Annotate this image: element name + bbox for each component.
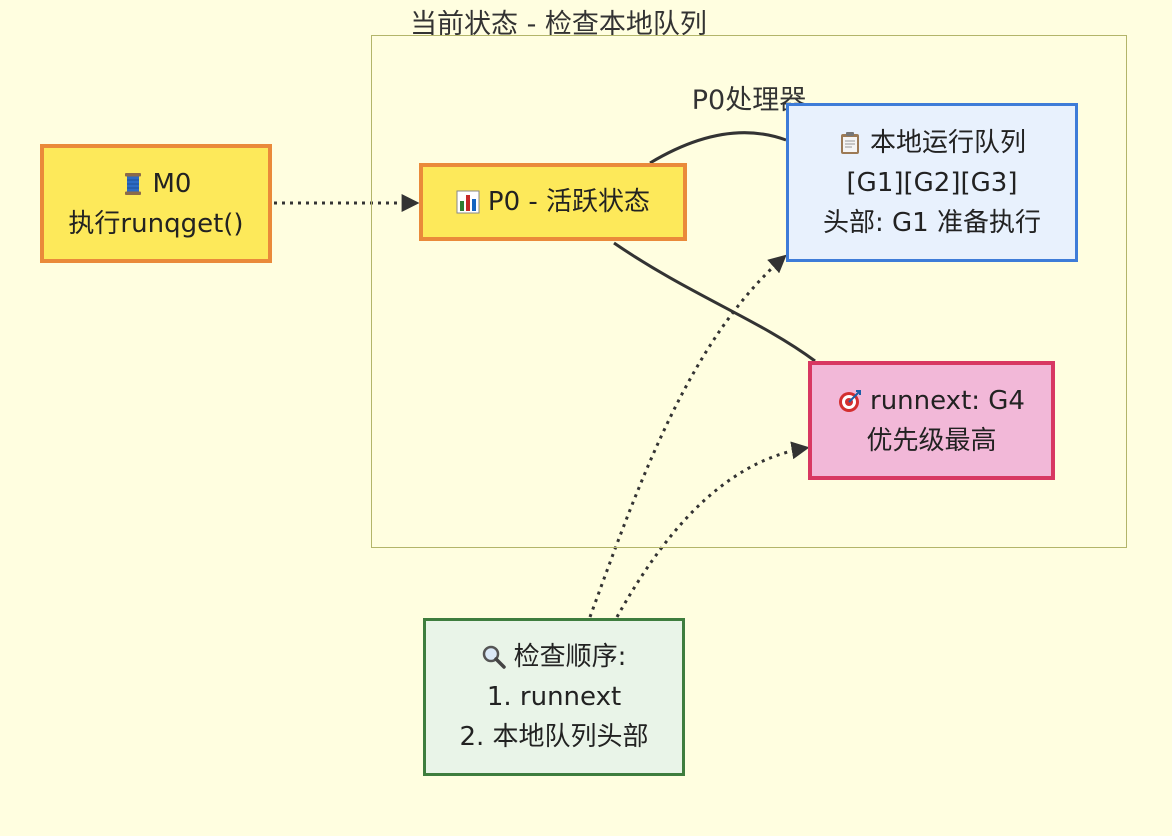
node-p0-title: P0 - 活跃状态	[487, 187, 651, 217]
edge-p0-to-runnext	[613, 241, 816, 363]
thread-spool-icon	[121, 168, 145, 195]
node-queue-contents: [G1][G2][G3]	[846, 167, 1018, 198]
node-m0[interactable]: M0 执行runqget()	[40, 144, 272, 263]
node-runnext-subtitle: 优先级最高	[866, 425, 997, 456]
node-check-step-2: 2. 本地队列头部	[459, 722, 649, 752]
node-m0-subtitle: 执行runqget()	[68, 208, 244, 239]
node-local-run-queue[interactable]: 本地运行队列 [G1][G2][G3] 头部: G1 准备执行	[786, 103, 1078, 262]
node-m0-title: M0	[152, 168, 192, 199]
bar-chart-icon	[456, 186, 480, 214]
edge-check-to-runnext	[615, 441, 810, 618]
node-check-title: 检查顺序:	[513, 642, 627, 672]
node-runnext[interactable]: runnext: G4 优先级最高	[808, 361, 1055, 480]
magnifier-icon	[482, 641, 506, 669]
clipboard-icon	[838, 127, 862, 154]
node-check-step-1: 1. runnext	[486, 682, 622, 712]
node-runnext-title: runnext: G4	[870, 385, 1025, 416]
node-queue-head: 头部: G1 准备执行	[823, 207, 1041, 238]
edge-p0-to-queue	[649, 131, 787, 165]
node-check-order[interactable]: 检查顺序: 1. runnext 2. 本地队列头部	[423, 618, 685, 776]
target-dart-icon	[838, 385, 862, 412]
edge-check-to-queue	[588, 254, 787, 618]
node-queue-title: 本地运行队列	[869, 127, 1026, 158]
node-p0[interactable]: P0 - 活跃状态	[419, 163, 687, 241]
diagram-title: 当前状态 - 检查本地队列	[410, 9, 707, 40]
